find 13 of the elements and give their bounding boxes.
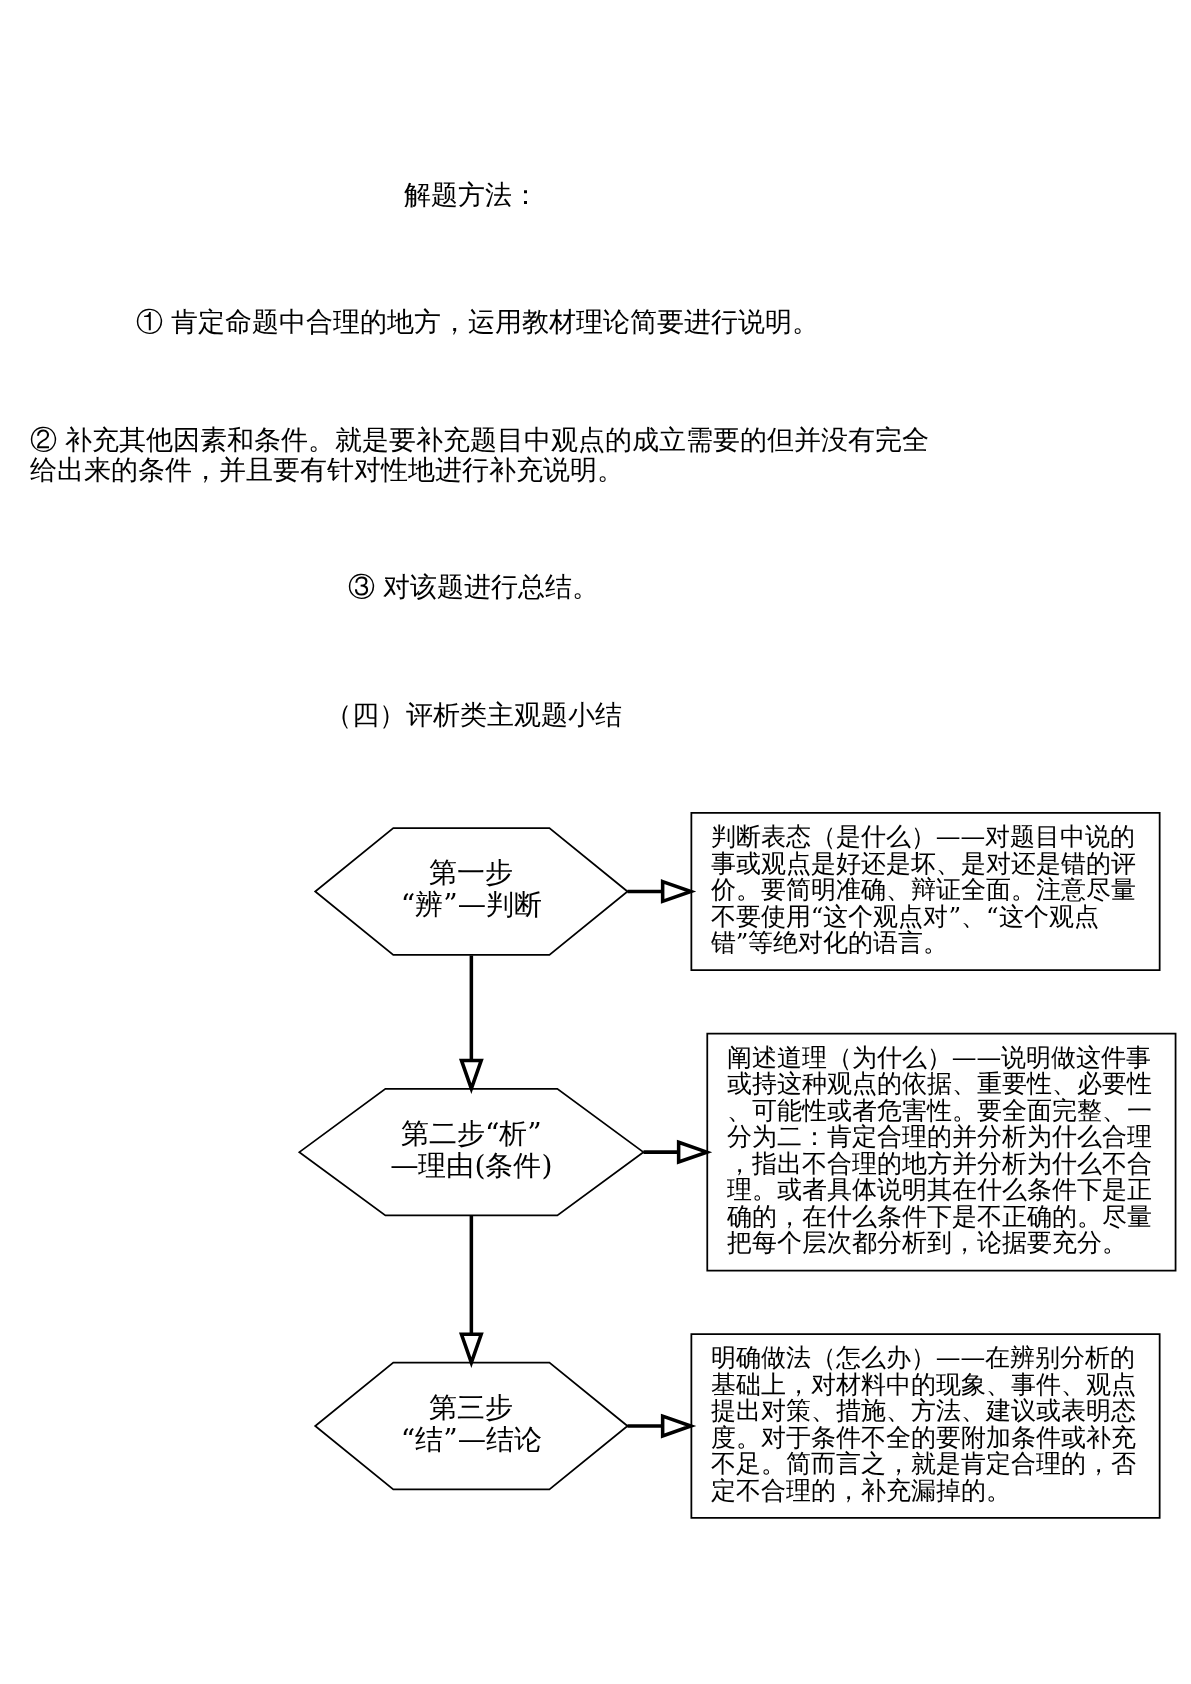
label: ③ 对该题进行总结。 [347,571,600,603]
label: 解题方法： [404,179,540,211]
node-box: 明确做法（怎么办）——在辨别分析的基础上，对材料中的现象、事件、观点提出对策、措施、方法、建议或表明态度。对于条件不全的要附加条件或补充不足。简而言之，就是肯定合理的，否定不合理的，补充漏掉的。 [690,1333,1161,1519]
arrow [627,879,697,904]
arrow [458,955,484,1095]
label: ② 补充其他因素和条件。就是要补充题目中观点的成立需要的但并没有完全给出来的条件，并且要有针对性地进行补充说明。 [29,423,930,485]
node-box: 判断表态（是什么）——对题目中说的事或观点是好还是坏、是对还是错的评价。要简明准确、辩证全面。注意尽量不要使用“这个观点对”、“这个观点错”等绝对化的语言。 [690,811,1161,971]
label: ① 肯定命题中合理的地方，运用教材理论简要进行说明。 [135,306,820,338]
arrow [458,1215,484,1368]
node-box: 阐述道理（为什么）——说明做这件事或持这种观点的依据、重要性、必要性、可能性或者危害性。要全面完整、一分为二：肯定合理的并分析为什么合理，指出不合理的地方并分析为什么不合理。或者具体说明其在什么条件下是正确的，在什么条件下是不正确的。尽量把每个层次都分析到，论据要充分。 [706,1032,1177,1272]
label: （四）评析类主观题小结 [324,698,622,730]
arrow [627,1413,697,1439]
arrow [643,1139,713,1165]
